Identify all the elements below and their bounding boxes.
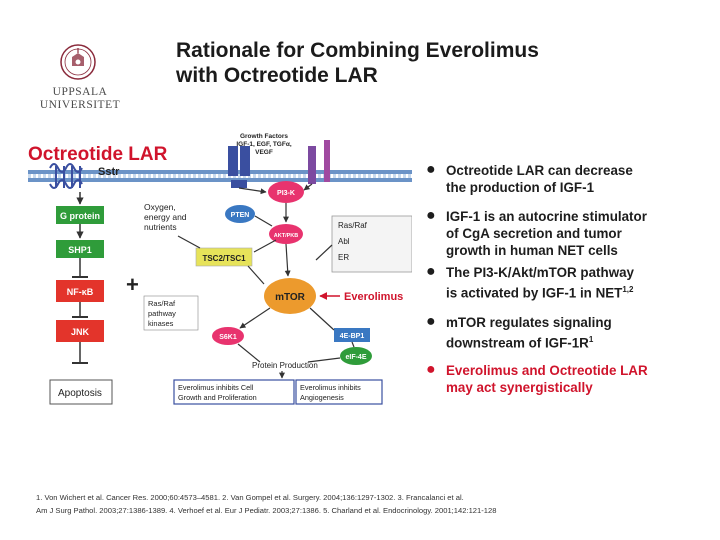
s6k1-label: S6K1: [219, 334, 237, 341]
bullet-3-line-1: The PI3-K/Akt/mTOR pathway: [446, 265, 634, 280]
sstr-label: Sstr: [98, 166, 120, 178]
rasraf-kinases-line-2: pathway: [148, 309, 176, 318]
bullet-3-ref: 1,2: [622, 285, 634, 294]
akt-label: AKT/PKB: [274, 233, 298, 239]
references-line-2: Am J Surg Pathol. 2003;27:1386-1389. 4. …: [36, 506, 497, 515]
bullet-3-line-2: is activated by IGF-1 in NET: [446, 285, 623, 301]
g-protein-label: G protein: [60, 211, 100, 221]
tsc-box: [195, 247, 253, 267]
bullet-5-line-2: may act synergistically: [446, 380, 593, 395]
bullet-1-line-1: Octreotide LAR can decrease: [446, 163, 633, 178]
logo-line-2: UNIVERSITET: [39, 99, 121, 111]
inhibits-angio-box: [295, 379, 383, 405]
bullet-2-line-2: of CgA secretion and tumor: [446, 226, 622, 241]
bullet-3: ● The PI3-K/Akt/mTOR pathway is activate…: [426, 263, 634, 301]
rasraf-kinases-line-3: kinases: [148, 319, 174, 328]
g-protein-box: [56, 206, 104, 224]
eif4e-label: eIF-4E: [345, 354, 366, 361]
apoptosis-box: [49, 379, 113, 405]
bullet-dot: ●: [426, 161, 436, 178]
bullet-4-line-1: mTOR regulates signaling: [446, 315, 612, 330]
university-seal-icon: [60, 44, 96, 80]
plus-sign: +: [126, 272, 139, 297]
bullet-2-line-1: IGF-1 is an autocrine stimulator: [446, 209, 647, 224]
growth-factors-line-2: IGF-1, EGF, TGFα,: [236, 141, 291, 148]
oxygen-line-3: nutrients: [144, 222, 177, 232]
er-label: ER: [338, 253, 349, 262]
bullet-4-line-2: downstream of IGF-1R: [446, 335, 589, 351]
cell-membrane: [28, 170, 412, 182]
bullet-dot: ●: [426, 207, 436, 224]
references: 1. Von Wichert et al. Cancer Res. 2000;6…: [36, 491, 706, 517]
bullet-4: ● mTOR regulates signaling downstream of…: [426, 313, 612, 351]
bullet-4-ref: 1: [588, 335, 594, 344]
4ebp1-box: [334, 328, 370, 342]
protein-production-label: Protein Production: [252, 361, 318, 370]
pten-node: [225, 205, 255, 223]
abl-label: Abl: [338, 237, 350, 246]
pathway-diagram: Octreotide LAR Sstr G protein SHP1 NF-κB…: [28, 130, 412, 406]
shp1-box: [56, 240, 104, 258]
everolimus-label: Everolimus: [344, 291, 403, 303]
sstr-receptor: [49, 163, 83, 189]
mtor-label: mTOR: [275, 292, 306, 303]
bullet-5-line-1: Everolimus and Octreotide LAR: [446, 363, 648, 378]
apoptosis-label: Apoptosis: [58, 388, 102, 399]
bullet-dot: ●: [426, 263, 436, 280]
inhibits-angio-line-1: Everolimus inhibits: [300, 383, 361, 392]
logo-line-1: UPPSALA: [52, 86, 108, 98]
oxygen-line-1: Oxygen,: [144, 202, 176, 212]
inhibits-angio-line-2: Angiogenesis: [300, 393, 344, 402]
4ebp1-label: 4E-BP1: [340, 333, 365, 340]
oxygen-line-2: energy and: [144, 212, 187, 222]
references-line-1: 1. Von Wichert et al. Cancer Res. 2000;6…: [36, 493, 464, 502]
inhibits-cell-line-1: Everolimus inhibits Cell: [178, 383, 254, 392]
bullet-dot: ●: [426, 313, 436, 330]
akt-node: [269, 224, 303, 244]
tsc-label: TSC2/TSC1: [202, 254, 246, 263]
growth-factors-line-3: VEGF: [255, 149, 273, 156]
inhibits-cell-line-2: Growth and Proliferation: [178, 393, 257, 402]
slide-title: Rationale for Combining Everolimus with …: [176, 38, 676, 88]
eif4e-node: [340, 347, 372, 365]
rasraf-kinases-line-1: Ras/Raf: [148, 299, 176, 308]
s6k1-node: [212, 327, 244, 345]
inhibits-cell-box: [173, 379, 295, 405]
bullet-2-line-3: growth in human NET cells: [446, 243, 618, 258]
growth-factor-receptors: [228, 140, 330, 188]
title-line-2: with Octreotide LAR: [176, 64, 378, 87]
ras-abl-er-box: [331, 215, 412, 273]
bullet-1-line-2: the production of IGF-1: [446, 180, 595, 195]
bullet-dot: ●: [426, 361, 436, 378]
pten-label: PTEN: [231, 212, 250, 219]
university-name: UPPSALA UNIVERSITET: [30, 86, 130, 112]
jnk-box: [56, 320, 104, 342]
bullet-2: ● IGF-1 is an autocrine stimulator of Cg…: [426, 207, 647, 259]
jnk-label: JNK: [71, 327, 90, 337]
shp1-label: SHP1: [68, 245, 92, 255]
bullet-5: ● Everolimus and Octreotide LAR may act …: [426, 361, 648, 396]
mtor-node: [264, 278, 316, 314]
growth-factors-line-1: Growth Factors: [240, 133, 288, 140]
pi3k-node: [268, 181, 304, 203]
ras-raf-label: Ras/Raf: [338, 221, 368, 230]
rasraf-kinases-box: [143, 295, 199, 331]
title-line-1: Rationale for Combining Everolimus: [176, 39, 539, 62]
nfkb-box: [56, 280, 104, 302]
octreotide-label: Octreotide LAR: [28, 144, 168, 165]
bullet-1: ● Octreotide LAR can decrease the produc…: [426, 161, 633, 196]
nfkb-label: NF-κB: [67, 287, 94, 297]
pi3k-label: PI3-K: [277, 190, 295, 197]
